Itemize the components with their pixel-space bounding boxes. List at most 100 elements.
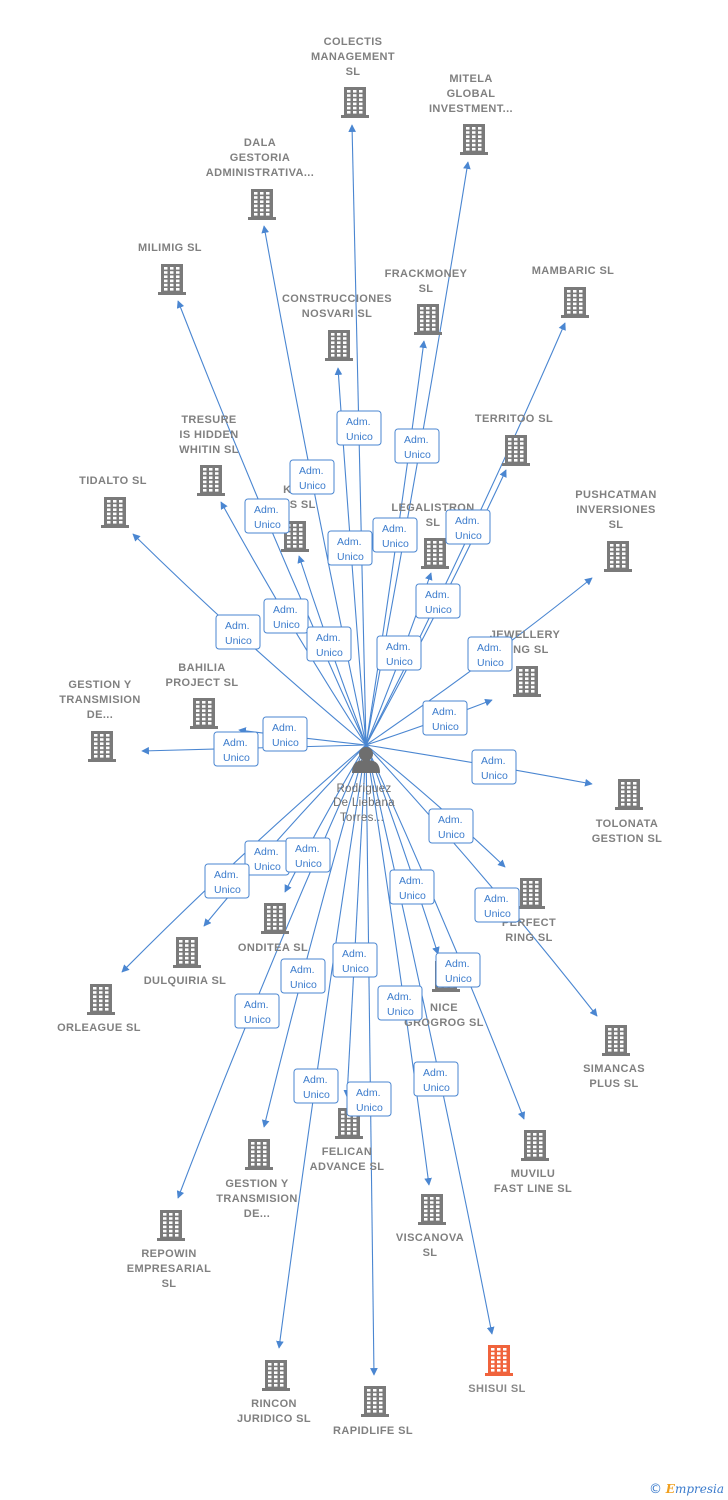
relation-edge xyxy=(365,744,495,1335)
company-label: SL xyxy=(423,1247,438,1259)
company-label: TOLONATA xyxy=(596,818,658,830)
building-icon xyxy=(158,264,186,295)
svg-text:Adm.: Adm. xyxy=(438,814,463,826)
relation-edge xyxy=(203,744,367,927)
svg-text:Adm.: Adm. xyxy=(455,515,480,527)
company-node[interactable]: GESTION YTRANSMISIONDE... xyxy=(59,679,140,762)
company-label: BAHILIA xyxy=(178,662,225,674)
relation-edge xyxy=(284,744,367,893)
company-node[interactable]: RAPIDLIFE SL xyxy=(333,1386,413,1437)
relation-edge xyxy=(365,744,598,1017)
company-label: CONSTRUCCIONES xyxy=(282,293,392,305)
relation-label: Adm.Unico xyxy=(346,1081,392,1117)
relation-label: Adm.Unico xyxy=(213,731,259,767)
relation-label: Adm.Unico xyxy=(422,700,468,736)
relation-edge xyxy=(365,744,378,1376)
company-node[interactable]: TERRITOO SL xyxy=(475,413,553,466)
relation-label: Adm.Unico xyxy=(215,614,261,650)
copyright-icon: © xyxy=(648,1482,662,1497)
svg-text:Unico: Unico xyxy=(273,619,300,631)
relation-edge xyxy=(276,744,367,1349)
company-label: SL xyxy=(426,517,441,529)
company-node[interactable]: MAMBARIC SL xyxy=(532,265,615,318)
company-node[interactable]: TIDALTO SL xyxy=(79,475,147,528)
svg-text:Adm.: Adm. xyxy=(225,620,250,632)
person-node[interactable]: Rodriguez De Liebana Torres... xyxy=(333,747,395,824)
building-icon xyxy=(502,435,530,466)
relation-edge xyxy=(343,744,367,1098)
svg-text:Adm.: Adm. xyxy=(423,1067,448,1079)
copyright-credit[interactable]: © Empresia xyxy=(649,1482,724,1497)
svg-text:Adm.: Adm. xyxy=(316,632,341,644)
company-label: SL xyxy=(419,283,434,295)
relation-label: Adm. Unico xyxy=(262,716,308,752)
company-label: DE... xyxy=(244,1208,270,1220)
svg-text:Adm.: Adm. xyxy=(404,434,429,446)
company-node[interactable]: MITELAGLOBALINVESTMENT... xyxy=(429,73,513,155)
company-node[interactable]: ORLEAGUE SL xyxy=(57,984,141,1034)
company-label: VISCANOVA xyxy=(396,1232,464,1244)
company-node[interactable]: VISCANOVA SL xyxy=(396,1194,464,1259)
relation-label: Adm.Unico xyxy=(413,1061,459,1097)
company-label: MANAGEMENT xyxy=(311,51,395,63)
building-icon xyxy=(261,903,289,934)
company-node[interactable]: DULQUIRIA SL xyxy=(144,937,227,987)
svg-text:Adm.: Adm. xyxy=(382,523,407,535)
svg-text:Unico: Unico xyxy=(272,737,299,749)
svg-text:Adm.: Adm. xyxy=(445,958,470,970)
company-node[interactable]: SHISUI SL xyxy=(468,1345,525,1395)
company-node[interactable]: GESTION YTRANSMISIONDE... xyxy=(216,1139,297,1220)
relation-edge xyxy=(365,744,526,1120)
relation-label: Adm.Unico xyxy=(394,428,440,464)
company-node[interactable]: MILIMIG SL xyxy=(138,242,202,295)
company-label: DE... xyxy=(87,709,113,721)
company-label: GESTION Y xyxy=(68,679,132,691)
company-node[interactable]: DALAGESTORIAADMINISTRATIVA... xyxy=(206,137,314,220)
svg-text:Adm.: Adm. xyxy=(272,722,297,734)
svg-text:Adm.: Adm. xyxy=(342,948,367,960)
company-label: MUVILU xyxy=(511,1168,556,1180)
building-icon xyxy=(190,698,218,729)
company-label: INVESTMENT... xyxy=(429,103,513,115)
svg-text:Unico: Unico xyxy=(481,770,508,782)
relation-label: Adm.Unico xyxy=(467,636,513,672)
company-label: INVERSIONES xyxy=(576,504,656,516)
relation-label: Adm.Unico xyxy=(474,887,520,923)
company-label: NICE xyxy=(430,1002,458,1014)
relation-label: Adm.Unico xyxy=(244,498,290,534)
relation-label: Adm.Unico xyxy=(306,626,352,662)
relation-label: Adm.Unico xyxy=(389,869,435,905)
svg-text:Adm.: Adm. xyxy=(399,875,424,887)
relation-label: Adm.Unico xyxy=(293,1068,339,1104)
company-label: TRESURE xyxy=(181,414,236,426)
svg-text:Unico: Unico xyxy=(445,973,472,985)
relation-label: Adm.Unico xyxy=(327,530,373,566)
building-icon xyxy=(262,1360,290,1391)
svg-text:Adm.: Adm. xyxy=(214,869,239,881)
svg-text:Unico: Unico xyxy=(223,752,250,764)
company-label: WHITIN SL xyxy=(179,444,239,456)
relation-edge xyxy=(365,744,506,868)
company-label: MITELA xyxy=(449,73,492,85)
company-node[interactable]: ONDITEA SL xyxy=(238,903,308,954)
building-icon xyxy=(521,1130,549,1161)
building-icon xyxy=(341,87,369,118)
company-label: SHISUI SL xyxy=(468,1383,525,1395)
building-icon xyxy=(513,666,541,697)
svg-text:Unico: Unico xyxy=(299,480,326,492)
svg-text:Adm.: Adm. xyxy=(295,843,320,855)
building-icon xyxy=(602,1025,630,1056)
